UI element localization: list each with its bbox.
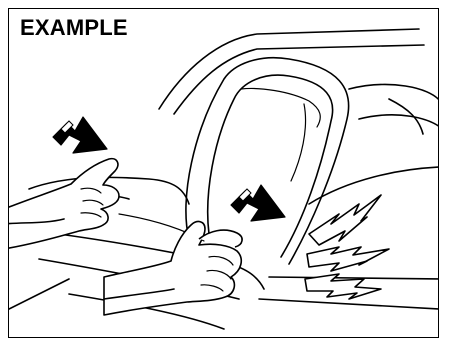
rear-seat-bench — [159, 29, 439, 204]
push-arrow-icon — [53, 117, 107, 153]
right-hand-icon — [104, 222, 242, 315]
example-label: EXAMPLE — [20, 17, 128, 39]
seat-check-illustration — [9, 9, 439, 338]
impact-lightning-icon — [305, 195, 389, 299]
left-hand-icon — [9, 159, 119, 249]
push-arrow-icon-2 — [231, 185, 285, 221]
illustration-frame: EXAMPLE — [8, 8, 439, 338]
